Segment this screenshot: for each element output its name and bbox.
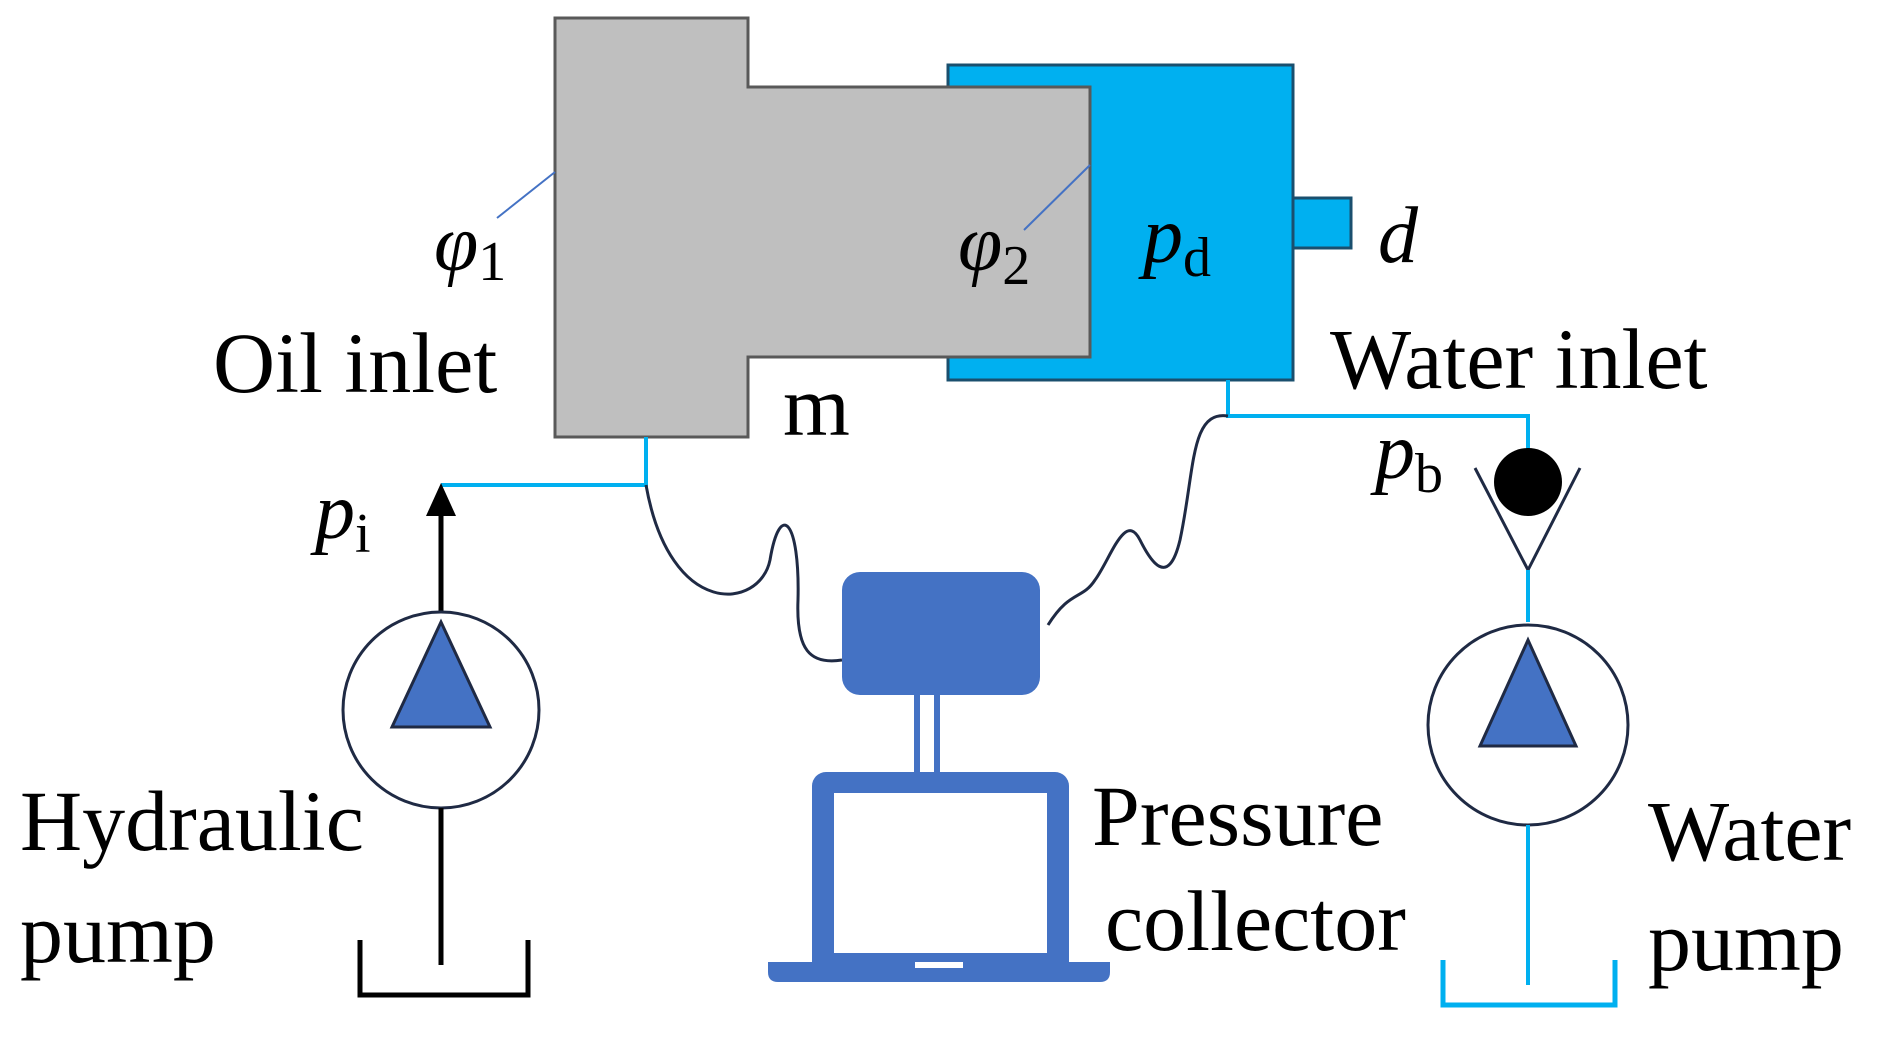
water-tank <box>1440 960 1618 1008</box>
outlet-d-label: d <box>1378 192 1419 280</box>
pd-label: pd <box>1138 192 1211 289</box>
outlet-nozzle <box>1291 196 1353 250</box>
water-pump-triangle-icon <box>1477 636 1579 748</box>
oil-inlet-label: Oil inlet <box>213 315 497 411</box>
water-inlet-label: Water inlet <box>1330 311 1708 407</box>
pressure-collector-label-line1: Pressure <box>1092 768 1383 864</box>
laptop-base <box>768 962 1110 982</box>
water-pump-label-line1: Water <box>1648 783 1851 879</box>
laptop-screen <box>834 793 1047 953</box>
mass-label: m <box>783 358 850 454</box>
pressure-collector-box <box>842 572 1040 695</box>
water-inlet-pipe <box>1226 380 1530 462</box>
phi2-label: φ2 <box>958 200 1030 297</box>
check-valve-ball-icon <box>1494 448 1562 516</box>
phi2-leader-line <box>1023 164 1091 231</box>
hydraulic-pump-label-line1: Hydraulic <box>20 773 364 869</box>
pb-label: pb <box>1370 408 1443 505</box>
oil-pipe <box>441 437 648 487</box>
pi-arrowhead-icon <box>426 483 456 516</box>
pi-label: pi <box>310 468 371 565</box>
laptop-trackpad-notch <box>915 962 963 968</box>
water-pressure-cable <box>1046 414 1229 626</box>
phi1-label: φ1 <box>434 200 506 293</box>
oil-pressure-cable <box>644 484 843 663</box>
phi1-leader-line <box>496 171 556 219</box>
piston-body <box>553 16 1092 439</box>
hydraulic-pump-triangle-icon <box>389 618 493 729</box>
oil-tank <box>357 940 531 998</box>
water-pump-label-line2: pump <box>1648 893 1844 989</box>
pressure-collector-label-line2: collector <box>1105 873 1406 969</box>
hydraulic-pump-label-line2: pump <box>20 885 216 981</box>
